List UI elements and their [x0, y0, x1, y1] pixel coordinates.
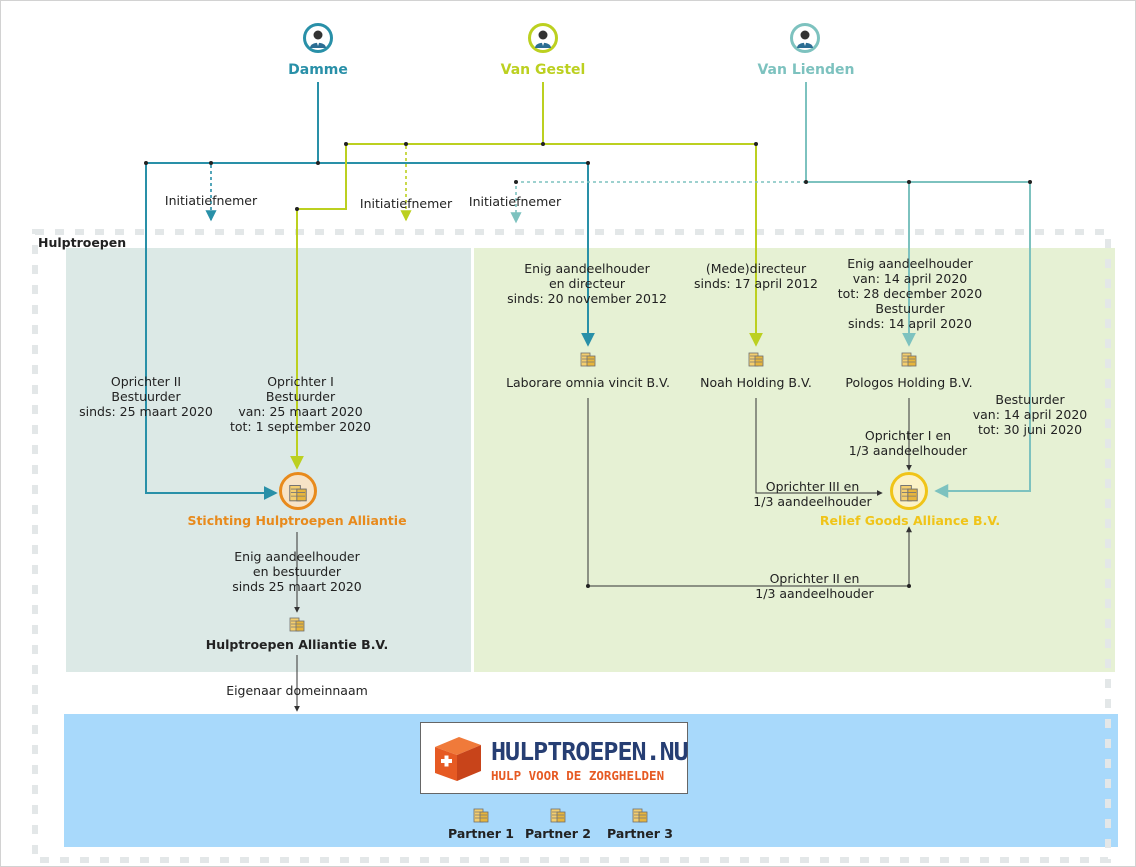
building-icon [289, 617, 305, 632]
label-van-gestel-noah: (Mede)directeur sinds: 17 april 2012 [694, 261, 818, 291]
label-van-gestel-stichting: Oprichter I Bestuurder van: 25 maart 202… [229, 374, 371, 434]
label-noah-relief: Oprichter III en 1/3 aandeelhouder [753, 479, 872, 509]
partner-1: Partner 1 [448, 826, 514, 841]
label-initiatiefnemer-van-lienden: Initiatiefnemer [468, 194, 562, 209]
person-icon [535, 30, 551, 48]
person-icon [310, 30, 326, 48]
person-name-van-gestel: Van Gestel [500, 62, 586, 78]
building-icon [632, 808, 648, 823]
building-icon [900, 485, 918, 502]
group-label-hulptroepen: Hulptroepen [38, 235, 127, 250]
entity-laborare: Laborare omnia vincit B.V. [506, 375, 670, 390]
logo-subtitle: HULP VOOR DE ZORGHELDEN [491, 768, 665, 783]
hulptroepen-logo: HULPTROEPEN.NU HULP VOOR DE ZORGHELDEN [420, 722, 689, 794]
relief-highlight-ring [890, 472, 928, 510]
logo-title: HULPTROEPEN.NU [491, 737, 689, 766]
building-icon [473, 808, 489, 823]
building-icon [580, 352, 596, 367]
hulptroepen-dashed-frame [32, 229, 1111, 863]
label-damme-stichting: Oprichter II Bestuurder sinds: 25 maart … [79, 374, 213, 419]
person-avatar-damme [303, 23, 333, 53]
building-icon [289, 485, 307, 502]
partner-2: Partner 2 [525, 826, 591, 841]
person-name-damme: Damme [288, 62, 348, 78]
entity-noah: Noah Holding B.V. [700, 375, 812, 390]
label-damme-laborare: Enig aandeelhouder en directeur sinds: 2… [507, 261, 667, 306]
building-icon [748, 352, 764, 367]
label-initiatiefnemer-van-gestel: Initiatiefnemer [359, 196, 453, 211]
person-icon [797, 30, 813, 48]
first-aid-box-icon [435, 737, 481, 781]
person-avatar-van-lienden [790, 23, 820, 53]
panel-stichting [66, 248, 471, 672]
person-avatar-van-gestel [528, 23, 558, 53]
entity-hulptroepen-bv: Hulptroepen Alliantie B.V. [205, 637, 389, 652]
label-pologos-relief: Oprichter I en 1/3 aandeelhouder [848, 428, 968, 458]
panel-relief [474, 248, 1115, 672]
building-icon [901, 352, 917, 367]
building-icon [550, 808, 566, 823]
label-van-lienden-pologos: Enig aandeelhouder van: 14 april 2020 to… [837, 256, 983, 331]
label-bv-domain: Eigenaar domeinnaam [226, 683, 368, 698]
entity-relief: Relief Goods Alliance B.V. [819, 513, 1001, 528]
label-laborare-relief: Oprichter II en 1/3 aandeelhouder [755, 571, 874, 601]
label-stichting-bv: Enig aandeelhouder en bestuurder sinds 2… [232, 549, 362, 594]
person-name-van-lienden: Van Lienden [757, 62, 855, 78]
entity-stichting: Stichting Hulptroepen Alliantie [187, 513, 407, 528]
label-van-lienden-relief: Bestuurder van: 14 april 2020 tot: 30 ju… [972, 392, 1088, 437]
partner-3: Partner 3 [607, 826, 673, 841]
label-initiatiefnemer-damme: Initiatiefnemer [164, 193, 258, 208]
entity-pologos: Pologos Holding B.V. [845, 375, 973, 390]
